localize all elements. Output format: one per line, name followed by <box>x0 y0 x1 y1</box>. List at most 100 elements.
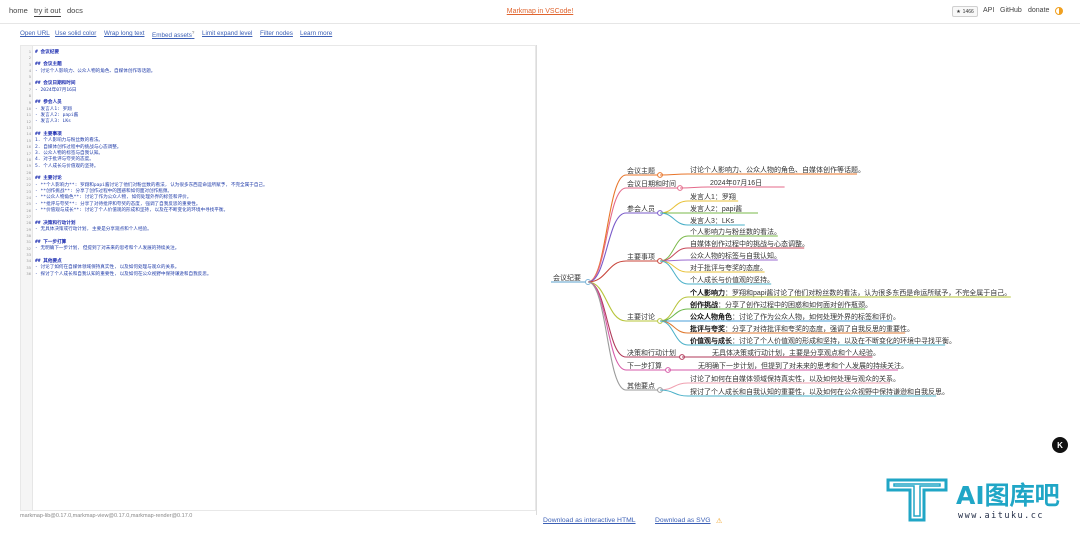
code-line[interactable]: 1# 会议纪要 <box>21 48 535 55</box>
code-line[interactable]: 34## 其他要点 <box>21 257 535 264</box>
code-line[interactable]: 20 <box>21 169 535 175</box>
code-line[interactable]: 11- 发言人2: papi酱 <box>21 111 535 118</box>
filter-nodes-link[interactable]: Filter nodes <box>260 30 293 37</box>
mindmap-branch[interactable]: 主要事项 个人影响力与粉丝数的看法。自媒体创作过程中的挑战与心态调整。公众人物的标… <box>587 227 809 285</box>
child-node[interactable]: 发言人3：LKs <box>690 216 734 225</box>
code-line[interactable]: 24- **公众人物角色**: 讨论了作为公众人物, 如何处理外界的标签和评价。 <box>21 194 535 201</box>
code-line[interactable]: 35- 讨论了如何在自媒体领域保持真实性, 以及如何处理与观众的关系。 <box>21 264 535 271</box>
code-line[interactable]: 10- 发言人1: 罗翔 <box>21 105 535 112</box>
code-line[interactable]: 21## 主要讨论 <box>21 175 535 182</box>
nav-github-link[interactable]: GitHub <box>1000 7 1022 14</box>
code-line[interactable]: 7- 2024年07月16日 <box>21 86 535 93</box>
branch-label[interactable]: 会议日期和时间 <box>627 179 676 188</box>
solid-color-link[interactable]: Use solid color <box>55 30 97 37</box>
code-line[interactable]: 9## 参会人员 <box>21 99 535 106</box>
nav-docs-link[interactable]: docs <box>67 6 83 15</box>
code-line[interactable]: 22- **个人影响力**: 罗翔和papi酱讨论了他们对粉丝数的看法, 认为很… <box>21 181 535 188</box>
child-node[interactable]: 个人影响力与粉丝数的看法。 <box>690 227 781 236</box>
child-node[interactable]: 无具体决策或行动计划，主要是分享观点和个人经验。 <box>712 348 880 357</box>
open-url-link[interactable]: Open URL <box>20 30 50 37</box>
learn-more-link[interactable]: Learn more <box>300 30 333 37</box>
nav-api-link[interactable]: API <box>983 7 995 14</box>
child-node[interactable]: 对于批评与夸奖的态度。 <box>690 263 767 272</box>
wrap-text-link[interactable]: Wrap long text <box>104 30 145 37</box>
child-node[interactable]: 公众人物角色：讨论了作为公众人物，如何处理外界的标签和评价。 <box>690 312 900 321</box>
code-line[interactable]: 36- 探讨了个人成长和自我认知的重要性, 以及如何在公众视野中保持谦逊和自我反… <box>21 270 535 277</box>
code-line[interactable]: 25- **批评与夸奖**: 分享了对待批评和夸奖的态度, 强调了自我反思的重要… <box>21 200 535 207</box>
code-line[interactable]: 31## 下一步打算 <box>21 238 535 245</box>
branch-label[interactable]: 下一步打算 <box>627 361 662 370</box>
code-line[interactable]: 13 <box>21 124 535 130</box>
embed-assets-link[interactable]: Embed assets? <box>152 30 194 39</box>
download-html-link[interactable]: Download as interactive HTML <box>543 517 636 524</box>
code-line[interactable]: 2 <box>21 54 535 60</box>
child-node[interactable]: 探讨了个人成长和自我认知的重要性，以及如何在公众视野中保持谦逊和自我反思。 <box>690 387 949 396</box>
pane-divider[interactable] <box>536 45 537 515</box>
code-line[interactable]: 8 <box>21 92 535 98</box>
child-node[interactable]: 讨论个人影响力、公众人物的角色、自媒体创作等话题。 <box>690 165 865 174</box>
branch-label[interactable]: 主要事项 <box>627 252 655 261</box>
nav-home-link[interactable]: home <box>9 6 28 15</box>
download-svg-link[interactable]: Download as SVG <box>655 517 711 524</box>
mindmap-branch[interactable]: 会议日期和时间 2024年07月16日 <box>587 178 785 283</box>
code-line[interactable]: 30 <box>21 232 535 238</box>
code-line[interactable]: 28## 决策和行动计划 <box>21 219 535 226</box>
child-node[interactable]: 2024年07月16日 <box>710 178 762 187</box>
code-line[interactable]: 29- 无具体决策或行动计划, 主要是分享观点和个人经验。 <box>21 226 535 233</box>
code-line[interactable]: 23- **创作挑战**: 分享了创作过程中的困惑和如何面对创作瓶颈。 <box>21 188 535 195</box>
child-text: 公众人物的标签与自我认知。 <box>690 251 781 260</box>
code-line[interactable]: 12- 发言人3: LKs <box>21 118 535 125</box>
code-line[interactable]: 26- **价值观与成长**: 讨论了个人价值观的形成和坚持, 以及在不断变化的… <box>21 207 535 214</box>
child-node[interactable]: 公众人物的标签与自我认知。 <box>690 251 781 260</box>
child-node[interactable]: 批评与夸奖：分享了对待批评和夸奖的态度，强调了自我反思的重要性。 <box>690 324 914 333</box>
code-line[interactable]: 6## 会议日期和时间 <box>21 80 535 87</box>
branch-label[interactable]: 主要讨论 <box>627 312 655 321</box>
child-node[interactable]: 发言人1：罗翔 <box>690 192 736 201</box>
branch-label[interactable]: 决策和行动计划 <box>627 348 676 357</box>
mindmap-svg[interactable]: 会议纪要 会议主题 讨论个人影响力、公众人物的角色、自媒体创作等话题。会议日期和时间… <box>537 45 1080 515</box>
code-line[interactable]: 3## 会议主题 <box>21 61 535 68</box>
nav-donate-link[interactable]: donate <box>1028 7 1050 14</box>
branch-label[interactable]: 会议主题 <box>627 166 655 175</box>
child-node[interactable]: 价值观与成长：讨论了个人价值观的形成和坚持，以及在不断变化的环境中寻找平衡。 <box>690 336 956 345</box>
line-number: 9 <box>28 99 31 105</box>
theme-toggle-icon[interactable] <box>1055 7 1063 15</box>
mindmap-canvas[interactable]: 会议纪要 会议主题 讨论个人影响力、公众人物的角色、自媒体创作等话题。会议日期和时间… <box>537 45 1080 515</box>
code-line[interactable]: 32- 无明确下一步计划, 但提到了对未来的思考和个人发展的持续关注。 <box>21 245 535 252</box>
vscode-promo-link[interactable]: Markmap in VSCode! <box>506 8 574 15</box>
code-line[interactable]: 14## 主要事项 <box>21 130 535 137</box>
mindmap-branch[interactable]: 主要讨论 个人影响力：罗翔和papi酱讨论了他们对粉丝数的看法，认为很多东西是命运… <box>587 281 1011 346</box>
code-line[interactable]: 33 <box>21 251 535 257</box>
github-star-button[interactable]: ★ 1466 <box>952 6 978 17</box>
nav-try-link[interactable]: try it out <box>34 6 61 17</box>
child-node[interactable]: 个人成长与价值观的坚持。 <box>690 275 774 284</box>
child-node[interactable]: 自媒体创作过程中的挑战与心态调整。 <box>690 239 809 248</box>
child-node[interactable]: 无明确下一步计划，但提到了对未来的思考和个人发展的持续关注。 <box>698 361 908 370</box>
child-text: 无明确下一步计划，但提到了对未来的思考和个人发展的持续关注。 <box>698 361 908 370</box>
branch-connector <box>587 260 627 283</box>
code-line[interactable]: 27 <box>21 213 535 219</box>
code-line[interactable]: 4- 讨论个人影响力、公众人物的角色、自媒体创作等话题。 <box>21 67 535 74</box>
child-node[interactable]: 发言人2：papi酱 <box>690 204 742 213</box>
line-number: 11 <box>26 112 31 118</box>
child-node[interactable]: 个人影响力：罗翔和papi酱讨论了他们对粉丝数的看法，认为很多东西是命运所赋予，… <box>689 288 1011 297</box>
branch-connector <box>587 281 627 322</box>
line-number: 10 <box>26 106 31 112</box>
branch-label[interactable]: 参会人员 <box>627 204 655 213</box>
limit-expand-link[interactable]: Limit expand level <box>202 30 253 37</box>
child-node[interactable]: 讨论了如何在自媒体领域保持真实性，以及如何处理与观众的关系。 <box>690 374 900 383</box>
code-line[interactable]: 5 <box>21 73 535 79</box>
child-node[interactable]: 创作挑战：分享了创作过程中的困惑和如何面对创作瓶颈。 <box>689 300 872 309</box>
mindmap-root[interactable]: 会议纪要 <box>553 273 581 282</box>
mindmap-toolbar-logo-icon[interactable]: K <box>1052 437 1068 453</box>
branch-label[interactable]: 其他要点 <box>627 381 655 390</box>
mindmap-branch[interactable]: 其他要点 讨论了如何在自媒体领域保持真实性，以及如何处理与观众的关系。探讨了个人成… <box>587 281 949 397</box>
